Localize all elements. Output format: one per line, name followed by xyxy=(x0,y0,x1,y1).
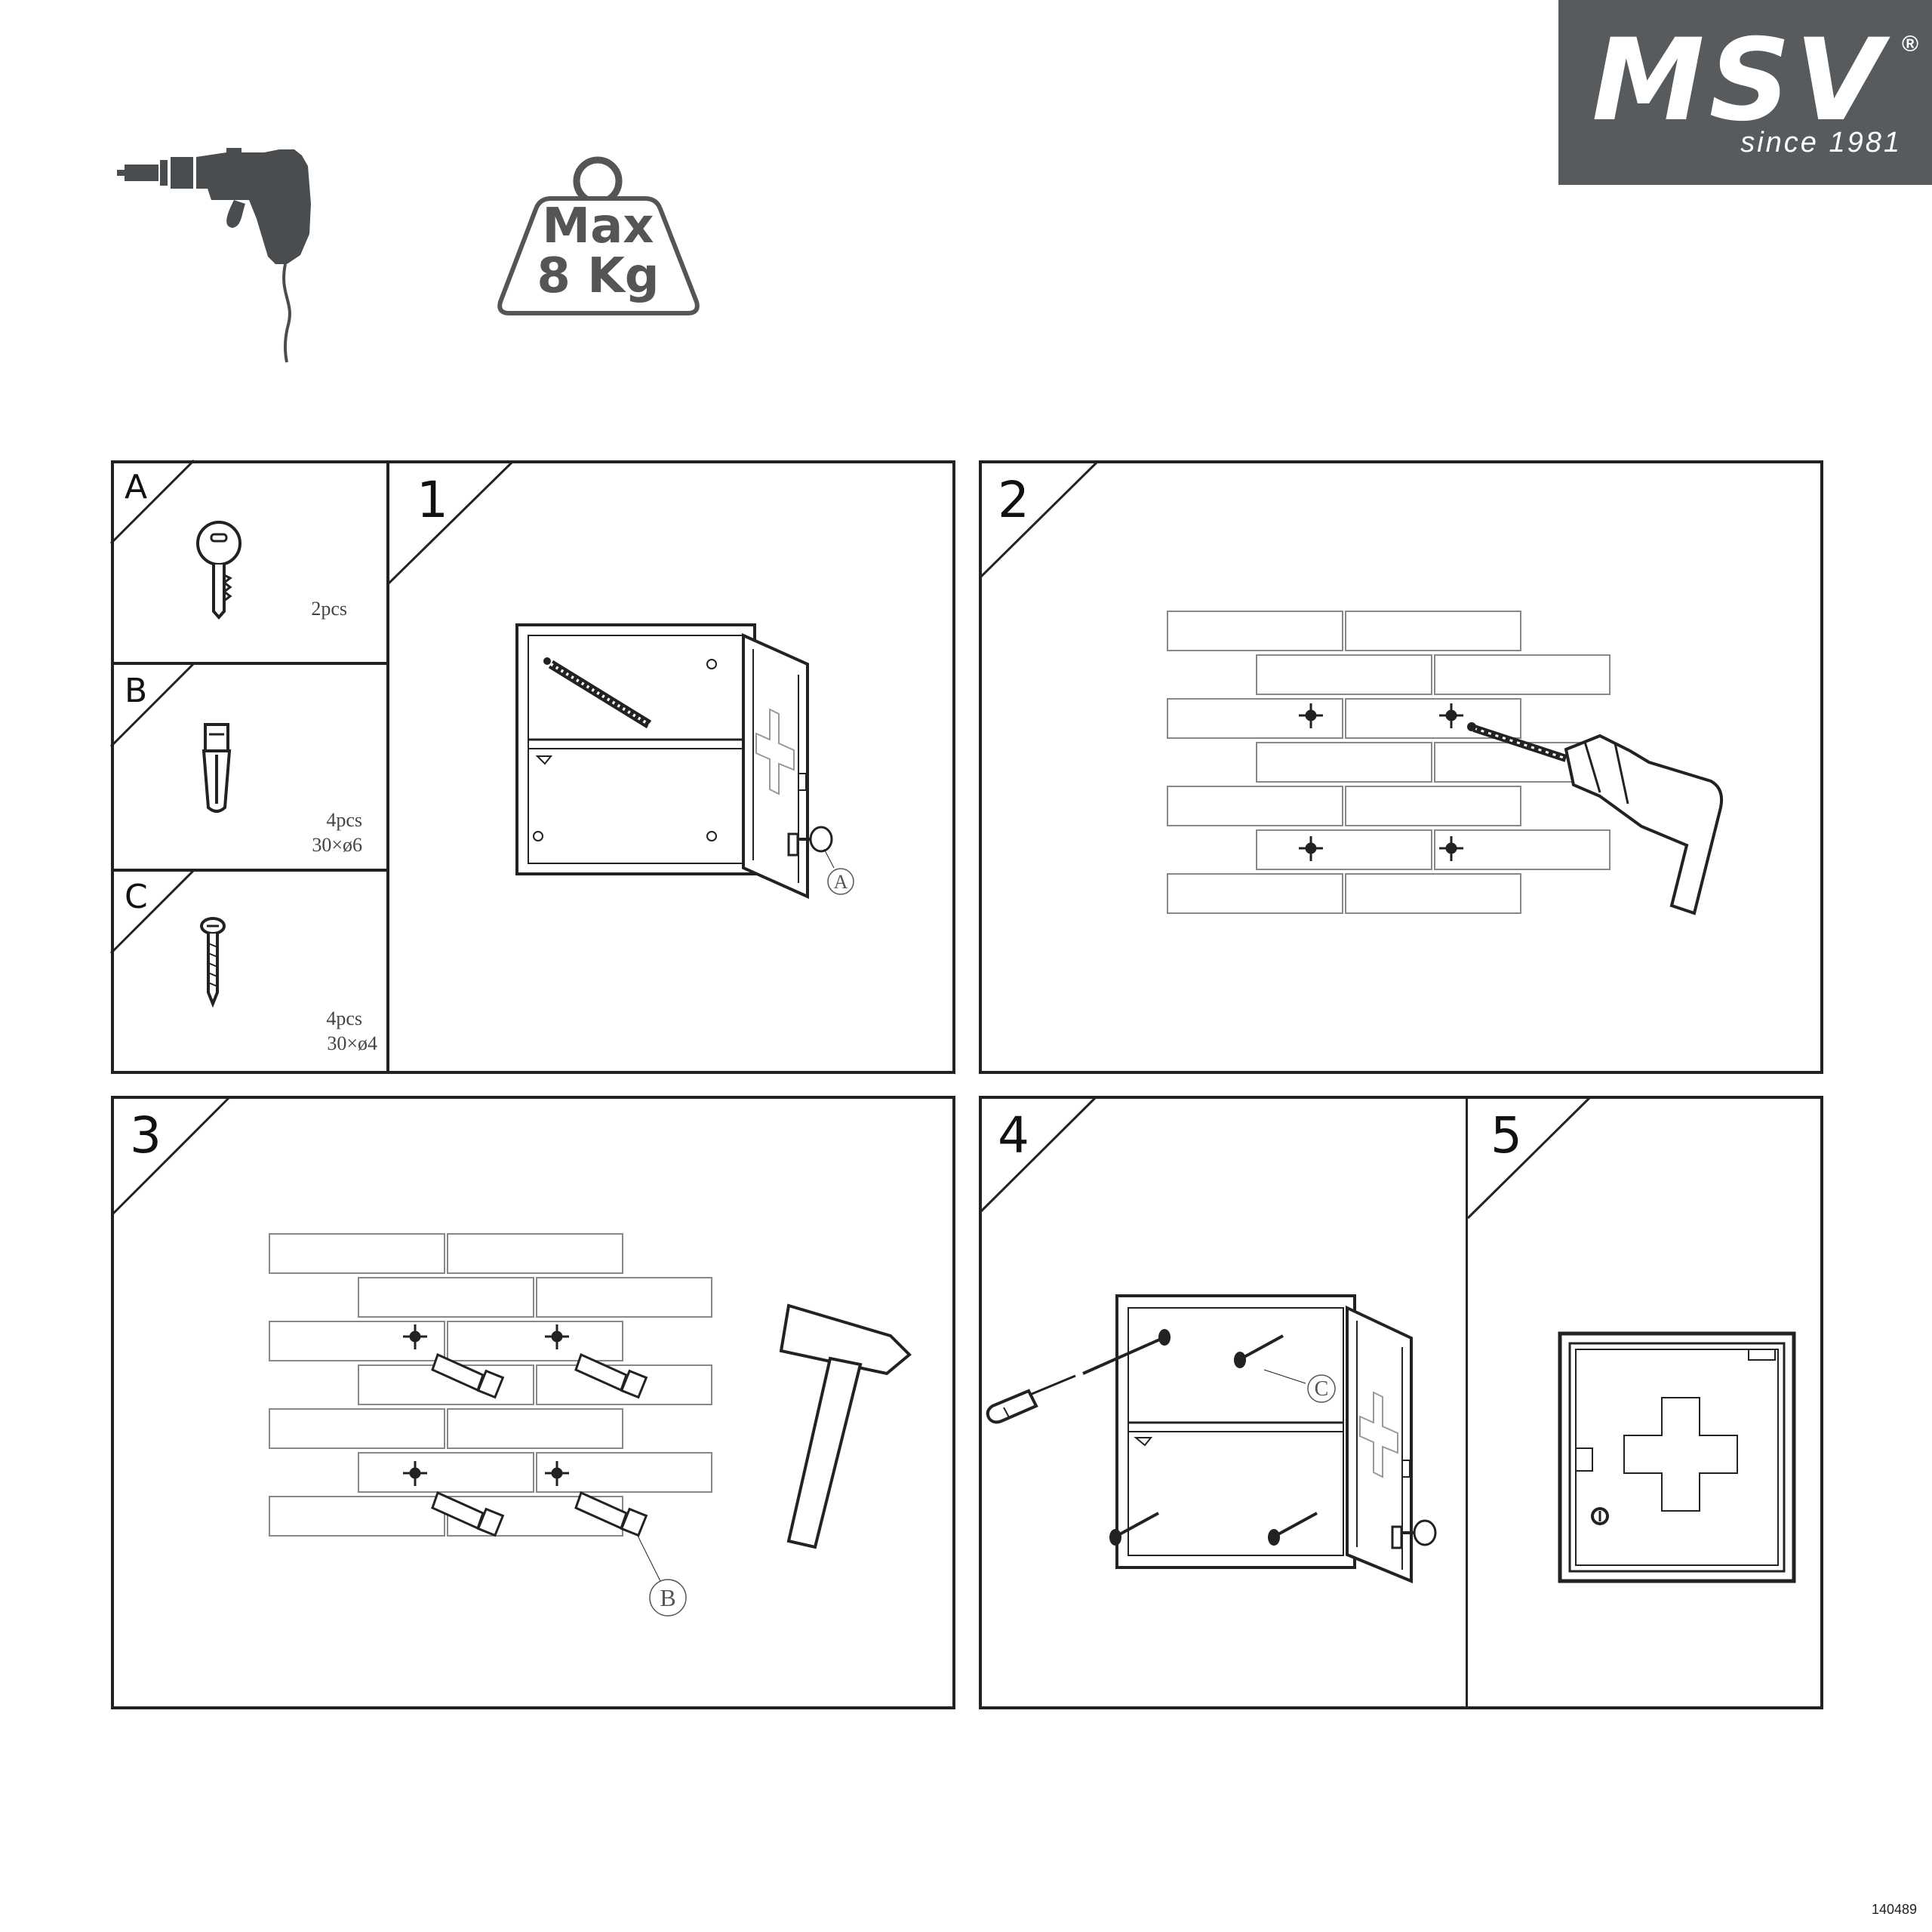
brand-logo: MSV ® since 1981 xyxy=(1558,0,1932,185)
part-a-letter: A xyxy=(125,468,148,506)
step-3-corner xyxy=(111,1096,231,1216)
step-1-number: 1 xyxy=(417,471,448,529)
power-drill-icon xyxy=(117,148,311,363)
cabinet-mounting-illustration: C xyxy=(986,1294,1437,1583)
weight-line1: Max xyxy=(542,198,654,254)
product-code: 140489 xyxy=(1872,1902,1918,1917)
cabinet-open-illustration: A xyxy=(515,623,854,900)
callout-c-label: C xyxy=(1315,1377,1329,1401)
part-c-corner xyxy=(109,869,195,955)
cabinet-closed-illustration xyxy=(1558,1331,1796,1583)
screw-icon xyxy=(200,917,226,1008)
part-c-size: 30×ø4 xyxy=(327,1032,377,1054)
part-b-qty: 4pcs xyxy=(326,809,362,831)
step-2-corner xyxy=(979,460,1099,579)
part-c-qty: 4pcs xyxy=(326,1008,362,1029)
callout-a-label: A xyxy=(834,871,848,893)
max-weight-icon: Max 8 Kg xyxy=(494,147,702,317)
screwdriver-icon xyxy=(986,1374,1076,1424)
part-c-letter: C xyxy=(125,878,148,916)
brand-tagline: since 1981 xyxy=(1740,127,1902,158)
step-5-number: 5 xyxy=(1491,1106,1522,1164)
step-2-number: 2 xyxy=(998,471,1029,529)
key-icon xyxy=(196,521,242,620)
step-3-number: 3 xyxy=(130,1106,162,1164)
part-a-corner xyxy=(109,459,195,545)
parts-row-divider-1 xyxy=(111,662,388,665)
brand-name: MSV xyxy=(1592,15,1887,146)
part-a-qty: 2pcs xyxy=(311,598,347,620)
step-4-5-divider xyxy=(1466,1096,1468,1709)
step-1-corner xyxy=(386,460,514,586)
wall-plug-insertion-illustration: B xyxy=(269,1233,912,1617)
weight-line2: 8 Kg xyxy=(537,248,660,304)
brick-wall-drilling-illustration xyxy=(1167,611,1724,915)
part-b-size: 30×ø6 xyxy=(312,834,362,856)
registered-mark: ® xyxy=(1902,32,1919,57)
callout-b-label: B xyxy=(660,1584,675,1611)
parts-row-divider-2 xyxy=(111,869,388,872)
wall-plug-icon xyxy=(202,723,232,813)
step-5-corner xyxy=(1466,1096,1592,1220)
part-b-corner xyxy=(109,662,195,748)
step-2-panel xyxy=(979,460,1823,1074)
part-b-letter: B xyxy=(125,672,148,710)
parts-divider xyxy=(386,460,389,1074)
step-4-corner xyxy=(979,1096,1097,1214)
hammer-icon xyxy=(779,1303,912,1549)
step-4-number: 4 xyxy=(998,1106,1029,1164)
